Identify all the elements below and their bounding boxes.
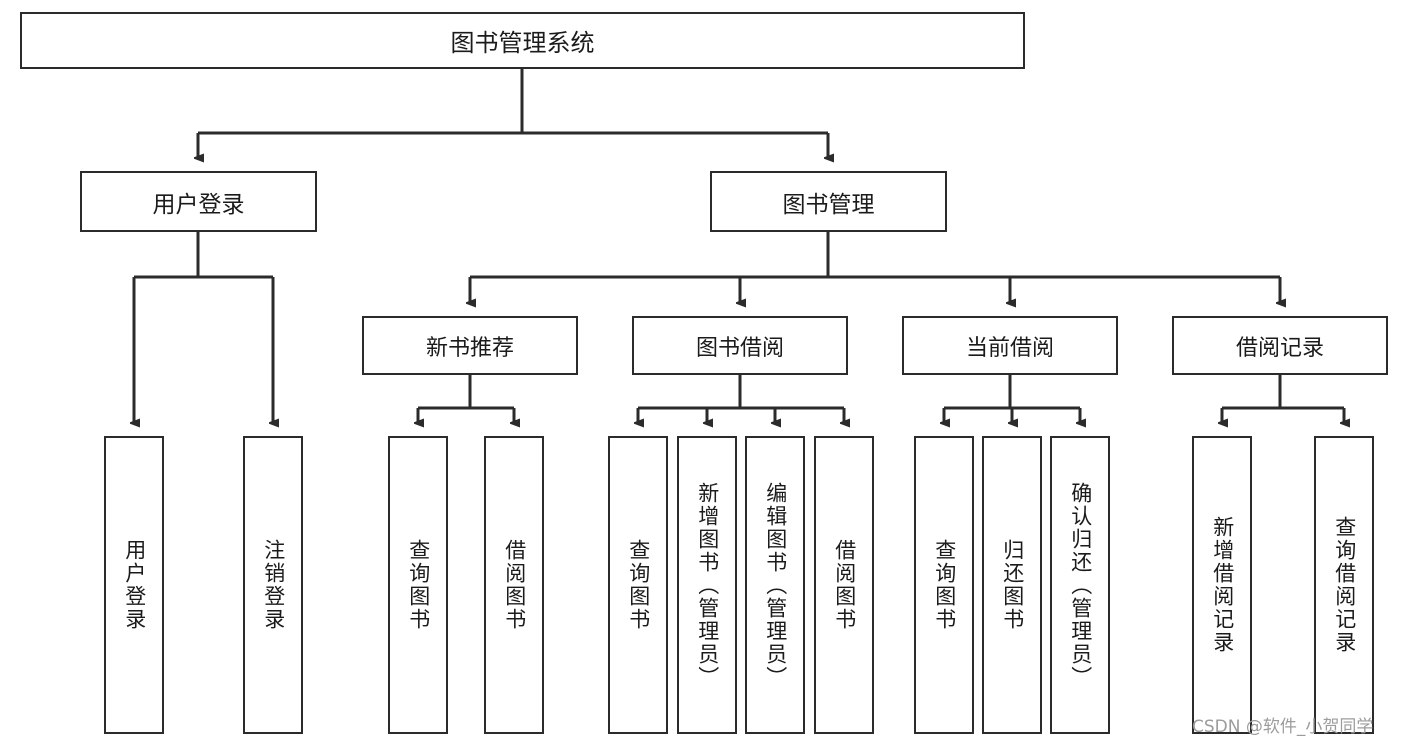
node-leaf-add-record[interactable]: 新增借阅记录 — [1192, 436, 1252, 734]
node-leaf-borrow-book-2[interactable]: 借阅图书 — [814, 436, 874, 734]
node-leaf-user-login[interactable]: 用户登录 — [104, 436, 164, 734]
node-leaf-query-book-3[interactable]: 查询图书 — [914, 436, 974, 734]
node-leaf-query-book-3-label: 查询图书 — [932, 539, 957, 631]
node-book-borrow-label: 图书借阅 — [695, 335, 784, 361]
node-leaf-return-book[interactable]: 归还图书 — [982, 436, 1042, 734]
node-root[interactable]: 图书管理系统 — [20, 12, 1025, 69]
node-leaf-confirm-return[interactable]: 确认归还（管理员） — [1050, 436, 1110, 734]
node-leaf-query-book-1-label: 查询图书 — [406, 539, 431, 631]
node-leaf-add-record-label: 新增借阅记录 — [1210, 516, 1235, 654]
node-leaf-user-login-label: 用户登录 — [122, 539, 147, 631]
node-leaf-query-record[interactable]: 查询借阅记录 — [1314, 436, 1374, 734]
node-book-borrow[interactable]: 图书借阅 — [632, 316, 848, 375]
node-leaf-borrow-book-2-label: 借阅图书 — [832, 539, 857, 631]
node-leaf-return-book-label: 归还图书 — [1000, 539, 1025, 631]
node-leaf-add-book[interactable]: 新增图书（管理员） — [677, 436, 737, 734]
node-borrow-record[interactable]: 借阅记录 — [1172, 316, 1388, 375]
node-leaf-edit-book[interactable]: 编辑图书（管理员） — [745, 436, 805, 734]
node-book-manage[interactable]: 图书管理 — [710, 171, 947, 232]
node-user-login[interactable]: 用户登录 — [80, 171, 317, 232]
node-leaf-query-record-label: 查询借阅记录 — [1332, 516, 1357, 654]
node-leaf-query-book-1[interactable]: 查询图书 — [388, 436, 448, 734]
node-new-book-rec[interactable]: 新书推荐 — [362, 316, 578, 375]
node-leaf-add-book-label: 新增图书（管理员） — [695, 481, 720, 689]
node-leaf-borrow-book-1-label: 借阅图书 — [502, 539, 527, 631]
csdn-watermark: CSDN @软件_小贺同学 — [1192, 717, 1374, 737]
node-borrow-record-label: 借阅记录 — [1235, 335, 1324, 361]
node-leaf-query-book-2[interactable]: 查询图书 — [608, 436, 668, 734]
node-leaf-logout[interactable]: 注销登录 — [243, 436, 303, 734]
node-user-login-label: 用户登录 — [152, 191, 245, 218]
node-leaf-edit-book-label: 编辑图书（管理员） — [763, 481, 788, 689]
node-leaf-query-book-2-label: 查询图书 — [626, 539, 651, 631]
node-root-label: 图书管理系统 — [450, 29, 595, 57]
node-current-borrow[interactable]: 当前借阅 — [902, 316, 1118, 375]
node-leaf-borrow-book-1[interactable]: 借阅图书 — [484, 436, 544, 734]
node-current-borrow-label: 当前借阅 — [965, 335, 1054, 361]
node-leaf-logout-label: 注销登录 — [261, 539, 286, 631]
node-new-book-rec-label: 新书推荐 — [425, 335, 514, 361]
node-book-manage-label: 图书管理 — [782, 191, 875, 218]
node-leaf-confirm-return-label: 确认归还（管理员） — [1068, 481, 1093, 689]
